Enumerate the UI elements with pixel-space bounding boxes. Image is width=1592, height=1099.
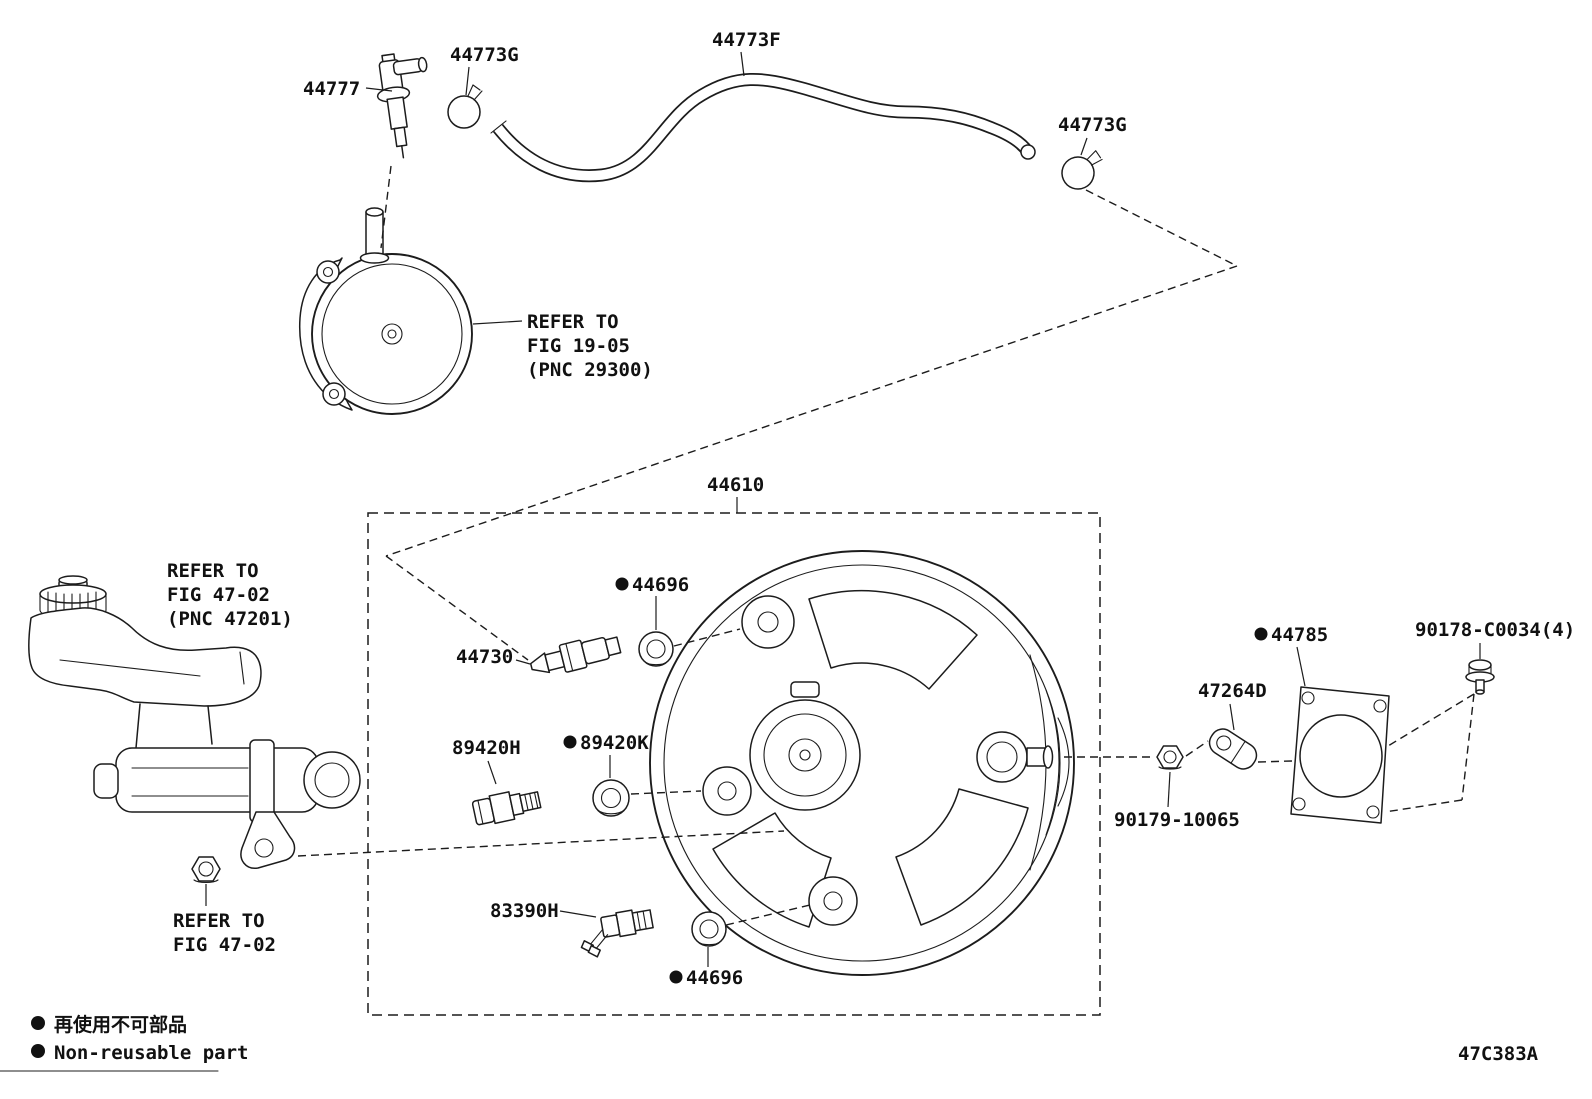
ref-reservoir-line2: FIG 47-02 [167, 584, 270, 606]
vacuum-pump-drawing [298, 207, 473, 415]
bracket-47264d-drawing [1208, 728, 1258, 770]
hose-clamp-top-drawing [447, 84, 483, 129]
legend-dot-en [31, 1044, 45, 1058]
nut-90179-drawing [1156, 745, 1184, 770]
part-labels: 44777 44773G 44773F 44773G 44610 44696 4… [303, 29, 1575, 989]
part-label-44610[interactable]: 44610 [707, 474, 764, 496]
master-cylinder-drawing [28, 575, 361, 883]
ref-reservoir-line3: (PNC 47201) [167, 608, 293, 630]
grommet-top-drawing [638, 631, 674, 667]
check-valve-drawing [376, 53, 428, 159]
reference-notes: REFER TO FIG 19-05 (PNC 29300) REFER TO … [167, 311, 653, 956]
master-cylinder-nut [191, 856, 221, 883]
ref-pump-line1: REFER TO [527, 311, 619, 333]
dashed-connectors [297, 165, 1475, 926]
part-label-89420h[interactable]: 89420H [452, 737, 521, 759]
part-label-90178[interactable]: 90178-C0034(4) [1415, 619, 1575, 641]
diagram-code: 47C383A [1458, 1043, 1539, 1065]
part-label-44773f[interactable]: 44773F [712, 29, 781, 51]
legend-text-en: Non-reusable part [54, 1042, 248, 1064]
part-label-44773g-right[interactable]: 44773G [1058, 114, 1127, 136]
ref-reservoir-line1: REFER TO [167, 560, 259, 582]
gasket-44785-drawing [1290, 686, 1390, 824]
sensor-89420h-drawing [471, 791, 542, 826]
ref-pump-line3: (PNC 29300) [527, 359, 653, 381]
legend-dot-jp [31, 1016, 45, 1030]
part-label-44785[interactable]: 44785 [1271, 624, 1328, 646]
part-label-44777[interactable]: 44777 [303, 78, 360, 100]
part-label-44696-top[interactable]: 44696 [632, 574, 689, 596]
part-label-89420k[interactable]: 89420K [580, 732, 649, 754]
part-label-47264d[interactable]: 47264D [1198, 680, 1267, 702]
non-reusable-dot-44785 [1254, 627, 1268, 641]
grommet-bottom-drawing [691, 911, 727, 947]
part-label-83390h[interactable]: 83390H [490, 900, 559, 922]
non-reusable-dot-89420k [563, 735, 577, 749]
legend: 再使用不可部品 Non-reusable part [0, 1013, 248, 1072]
grommet-89420k-drawing [592, 779, 630, 817]
part-label-90179[interactable]: 90179-10065 [1114, 809, 1240, 831]
legend-text-jp: 再使用不可部品 [54, 1013, 187, 1036]
leader-lines [205, 51, 1481, 967]
part-label-44730[interactable]: 44730 [456, 646, 513, 668]
non-reusable-dot-44696-top [615, 577, 629, 591]
ref-pump-line2: FIG 19-05 [527, 335, 630, 357]
vacuum-hose-drawing [490, 72, 1036, 183]
brake-booster-drawing [649, 550, 1075, 976]
non-reusable-dot-44696-bottom [669, 970, 683, 984]
assembly-box-44610 [367, 512, 1101, 1016]
hose-clamp-right-drawing [1061, 150, 1103, 190]
ref-master-line2: FIG 47-02 [173, 934, 276, 956]
sensor-83390h-drawing [580, 909, 654, 958]
ref-master-line1: REFER TO [173, 910, 265, 932]
part-label-44773g-top[interactable]: 44773G [450, 44, 519, 66]
bolt-90178-drawing [1465, 659, 1495, 695]
vacuum-sensor-drawing [529, 636, 622, 674]
part-label-44696-bottom[interactable]: 44696 [686, 967, 743, 989]
